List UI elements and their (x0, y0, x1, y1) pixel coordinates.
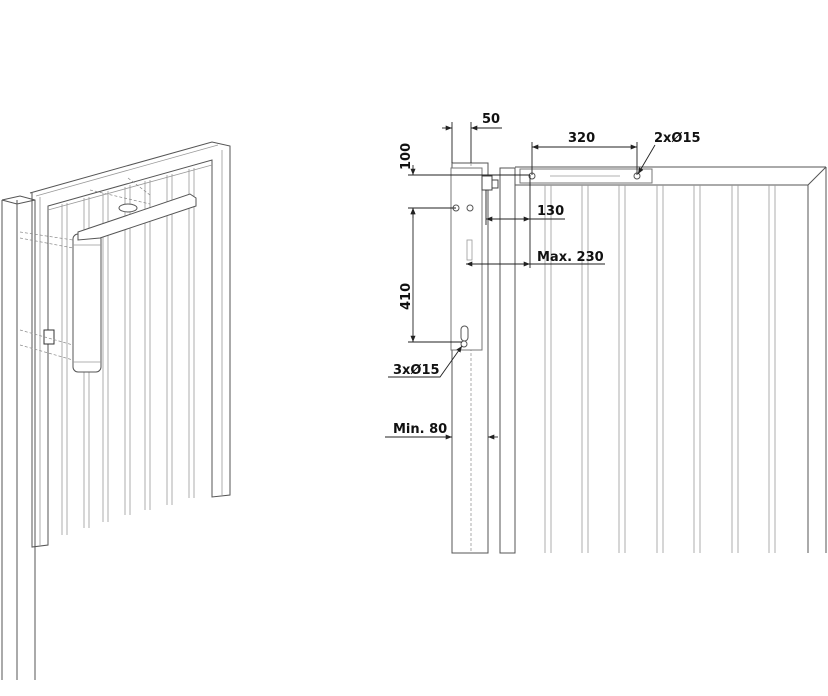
dimension-3x-diameter-15: 3xØ15 (388, 345, 463, 378)
dimension-max-230: Max. 230 (466, 250, 605, 267)
dimension-130: 130 (485, 175, 565, 268)
dimension-label: Max. 230 (537, 250, 604, 265)
dimension-410: 410 (399, 208, 462, 343)
dimension-label: 100 (399, 143, 414, 170)
dimension-min-80: Min. 80 (385, 422, 498, 440)
dimension-label: 130 (537, 204, 564, 219)
front-view: 50 320 2xØ15 100 410 130 (385, 112, 827, 554)
closer-body-plate (450, 167, 483, 351)
arm-plate (519, 168, 653, 184)
fence-post (1, 195, 36, 680)
mounting-bracket (43, 329, 55, 345)
dimension-label: 2xØ15 (654, 131, 701, 146)
dimension-label: Min. 80 (393, 422, 447, 437)
dimension-320: 320 (531, 131, 638, 175)
dimension-2x-diameter-15: 2xØ15 (637, 131, 701, 175)
dimension-50: 50 (442, 112, 502, 163)
gate-bars (544, 185, 776, 553)
dimension-label: 3xØ15 (393, 363, 440, 378)
perspective-view (1, 141, 231, 680)
dimension-label: 320 (568, 131, 595, 146)
gate-frame-right (515, 166, 827, 553)
dimension-label: 410 (399, 283, 414, 310)
dimension-label: 50 (482, 112, 500, 127)
door-closer-body (72, 233, 102, 373)
door-closer-arm (77, 193, 197, 241)
hinge-fitting (481, 175, 499, 191)
gate-stile (499, 167, 516, 554)
